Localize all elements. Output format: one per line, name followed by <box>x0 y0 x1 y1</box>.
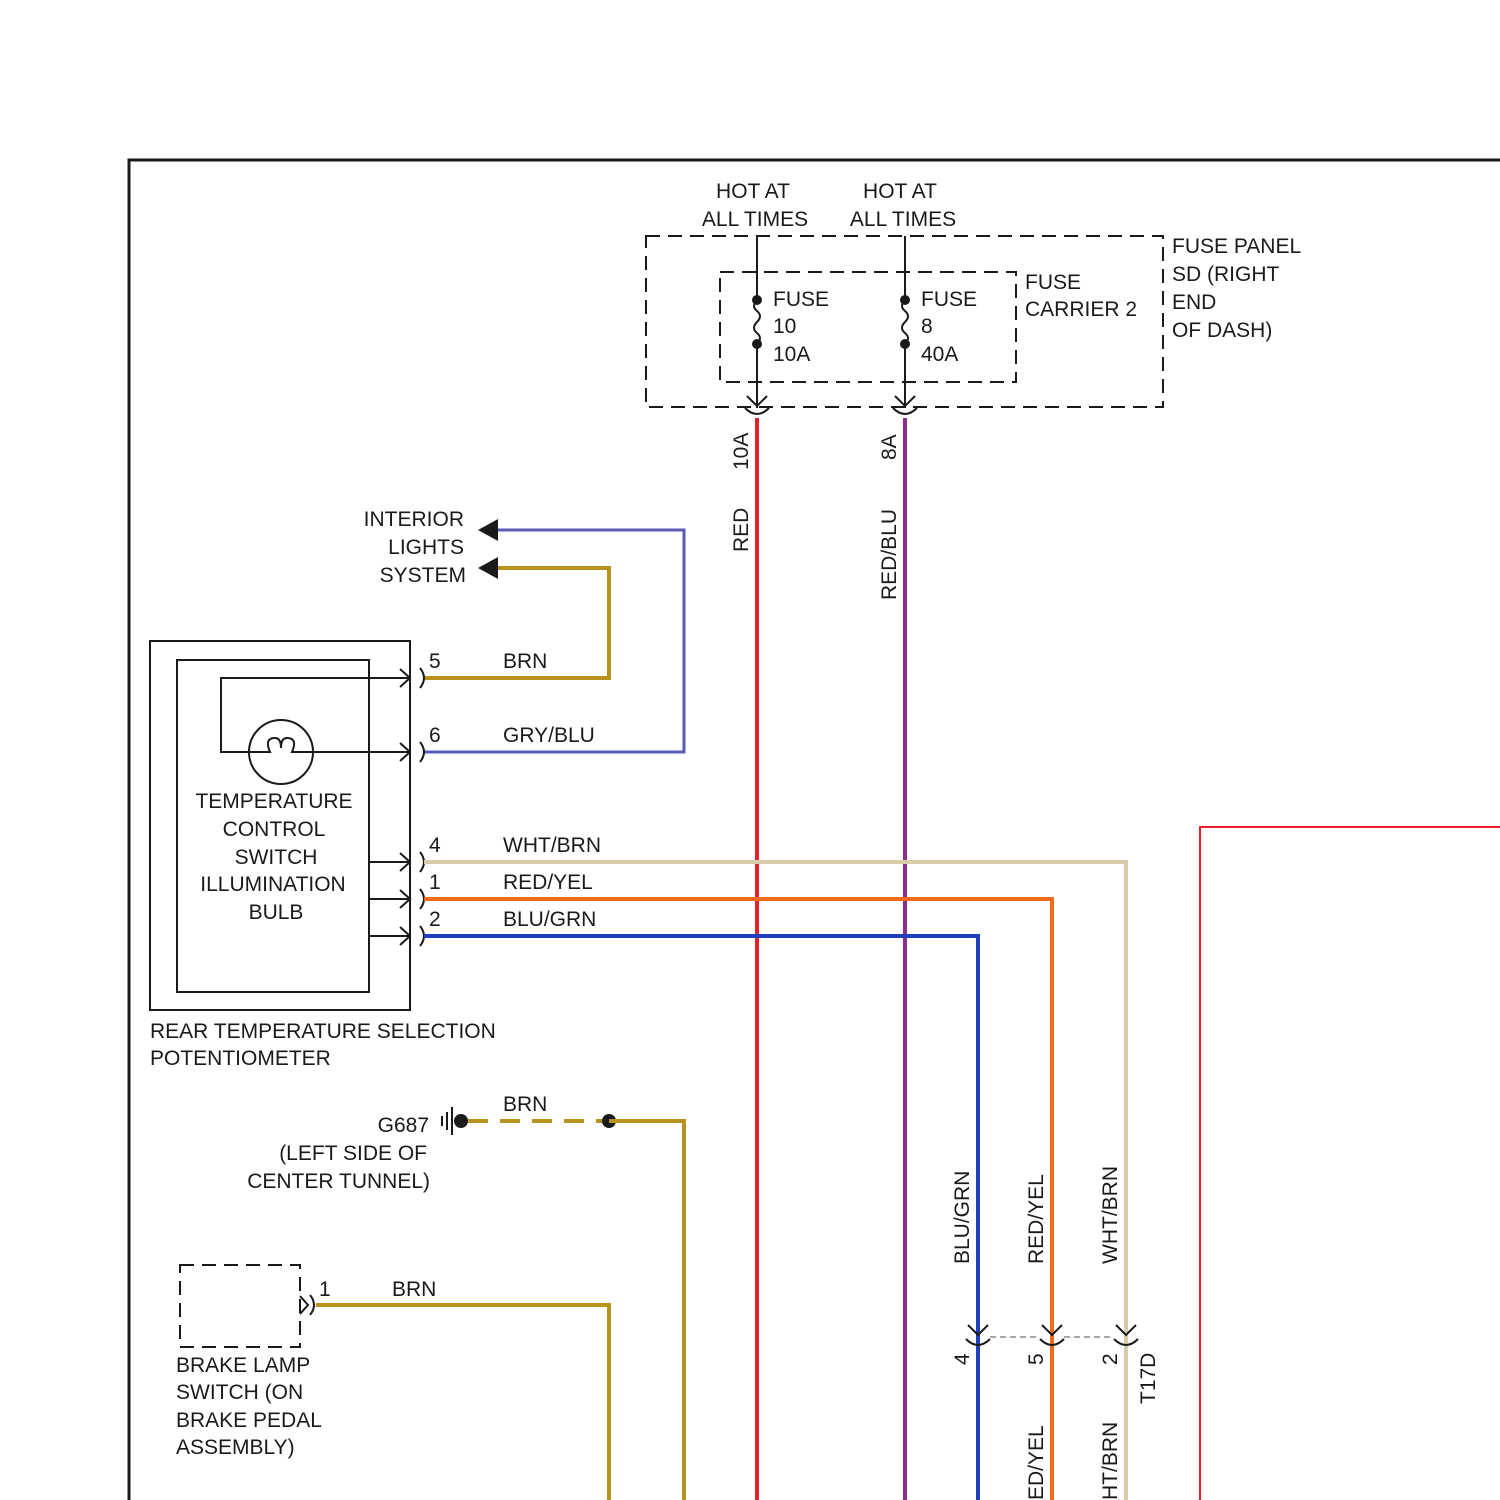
fuse-8: FUSE 8 40A <box>893 236 977 414</box>
wire-label-blu-grn: BLU/GRN <box>503 908 596 931</box>
fuse-10: FUSE 10 10A <box>745 236 829 414</box>
pin-2: 2 <box>429 908 441 931</box>
fuse-panel-label-3: END <box>1172 291 1216 314</box>
next-section-frame <box>1200 827 1500 1500</box>
fuse-panel-label-2: SD (RIGHT <box>1172 263 1280 286</box>
hot-label-1b: ALL TIMES <box>702 208 808 231</box>
wire-label-blu-grn-vertical: BLU/GRN <box>951 1171 974 1264</box>
hot-label-2b: ALL TIMES <box>850 208 956 231</box>
wire-label-red-yel-lower: ED/YEL <box>1025 1425 1048 1500</box>
wire-label-brn-brake: BRN <box>392 1278 436 1301</box>
wire-label-red-yel-vertical: RED/YEL <box>1025 1174 1048 1264</box>
fuse-10-label-1: FUSE <box>773 288 829 311</box>
pin-label-10a: 10A <box>730 433 753 470</box>
bulb-label-2: CONTROL <box>223 818 326 841</box>
fuse-8-label-3: 40A <box>921 343 958 366</box>
wire-label-wht-brn-lower: HT/BRN <box>1099 1422 1122 1500</box>
ground-icon <box>442 1107 452 1135</box>
wire-blu-grn <box>424 936 978 1500</box>
hot-label-1a: HOT AT <box>716 180 790 203</box>
potentiometer-label-1: REAR TEMPERATURE SELECTION <box>150 1020 496 1043</box>
brake-pin-1: 1 <box>319 1278 331 1301</box>
bulb-label-4: ILLUMINATION <box>200 873 345 896</box>
ground-label-2: CENTER TUNNEL) <box>247 1170 430 1193</box>
fuse-panel-label-1: FUSE PANEL <box>1172 235 1301 258</box>
rear-temperature-potentiometer: TEMPERATURE CONTROL SWITCH ILLUMINATION … <box>150 641 496 1070</box>
brake-lamp-switch: 1 BRN BRAKE LAMP SWITCH (ON BRAKE PEDAL … <box>176 1265 436 1459</box>
pin-label-8a: 8A <box>878 434 901 460</box>
bulb-label-3: SWITCH <box>235 846 318 869</box>
brake-switch-outline <box>180 1265 300 1347</box>
wire-label-brn-ground: BRN <box>503 1093 547 1116</box>
fuse-panel: HOT AT ALL TIMES HOT AT ALL TIMES FUSE P… <box>646 180 1301 414</box>
fuse-8-label-1: FUSE <box>921 288 977 311</box>
bulb-label-1: TEMPERATURE <box>195 790 352 813</box>
ground-g687: G687 (LEFT SIDE OF CENTER TUNNEL) BRN <box>247 1093 616 1193</box>
bulb-leads <box>221 678 410 752</box>
pin-1: 1 <box>429 871 441 894</box>
brake-label-1: BRAKE LAMP <box>176 1354 310 1377</box>
t17d-pin-2: 2 <box>1099 1353 1122 1365</box>
t17d-pin-4: 4 <box>951 1353 974 1365</box>
pin-5: 5 <box>429 650 441 673</box>
t17d-label: T17D <box>1137 1353 1160 1404</box>
ground-id: G687 <box>378 1114 429 1137</box>
wire-wht-brn <box>424 862 1126 1500</box>
pin-leads <box>369 862 410 936</box>
interior-label-1: INTERIOR <box>364 508 464 531</box>
ground-label-1: (LEFT SIDE OF <box>279 1142 427 1165</box>
diagram-frame <box>129 160 1500 1500</box>
fuse-panel-label-4: OF DASH) <box>1172 319 1272 342</box>
pin-6: 6 <box>429 724 441 747</box>
brake-label-4: ASSEMBLY) <box>176 1436 295 1459</box>
brake-label-2: SWITCH (ON <box>176 1381 303 1404</box>
fuse-8-label-2: 8 <box>921 315 933 338</box>
fuse-carrier-label-1: FUSE <box>1025 271 1081 294</box>
wire-label-red-yel: RED/YEL <box>503 871 593 894</box>
wire-label-wht-brn: WHT/BRN <box>503 834 601 857</box>
fuse-carrier-label-2: CARRIER 2 <box>1025 298 1137 321</box>
t17d-pin-5: 5 <box>1025 1353 1048 1365</box>
hot-label-2a: HOT AT <box>863 180 937 203</box>
potentiometer-label-2: POTENTIOMETER <box>150 1047 331 1070</box>
wire-label-red: RED <box>730 508 753 552</box>
fuse-10-label-3: 10A <box>773 343 810 366</box>
brake-label-3: BRAKE PEDAL <box>176 1409 322 1432</box>
arrow-icon-brn <box>478 557 498 579</box>
wire-label-wht-brn-vertical: WHT/BRN <box>1099 1166 1122 1264</box>
pin-4: 4 <box>429 834 441 857</box>
interior-label-3: SYSTEM <box>380 564 466 587</box>
brake-connector-1-icon <box>300 1295 314 1315</box>
wire-brn-brake <box>316 1305 609 1500</box>
wire-label-brn-5: BRN <box>503 650 547 673</box>
wire-brn-ground <box>609 1121 684 1500</box>
wire-label-red-blu: RED/BLU <box>878 509 901 600</box>
bulb-label-5: BULB <box>249 901 304 924</box>
arrow-icon-gry-blu <box>478 519 498 541</box>
fuse-10-label-2: 10 <box>773 315 796 338</box>
connector-t17d: 4 5 2 T17D <box>951 1325 1160 1404</box>
wire-label-gry-blu: GRY/BLU <box>503 724 595 747</box>
interior-label-2: LIGHTS <box>388 536 464 559</box>
ground-dot <box>454 1114 468 1128</box>
